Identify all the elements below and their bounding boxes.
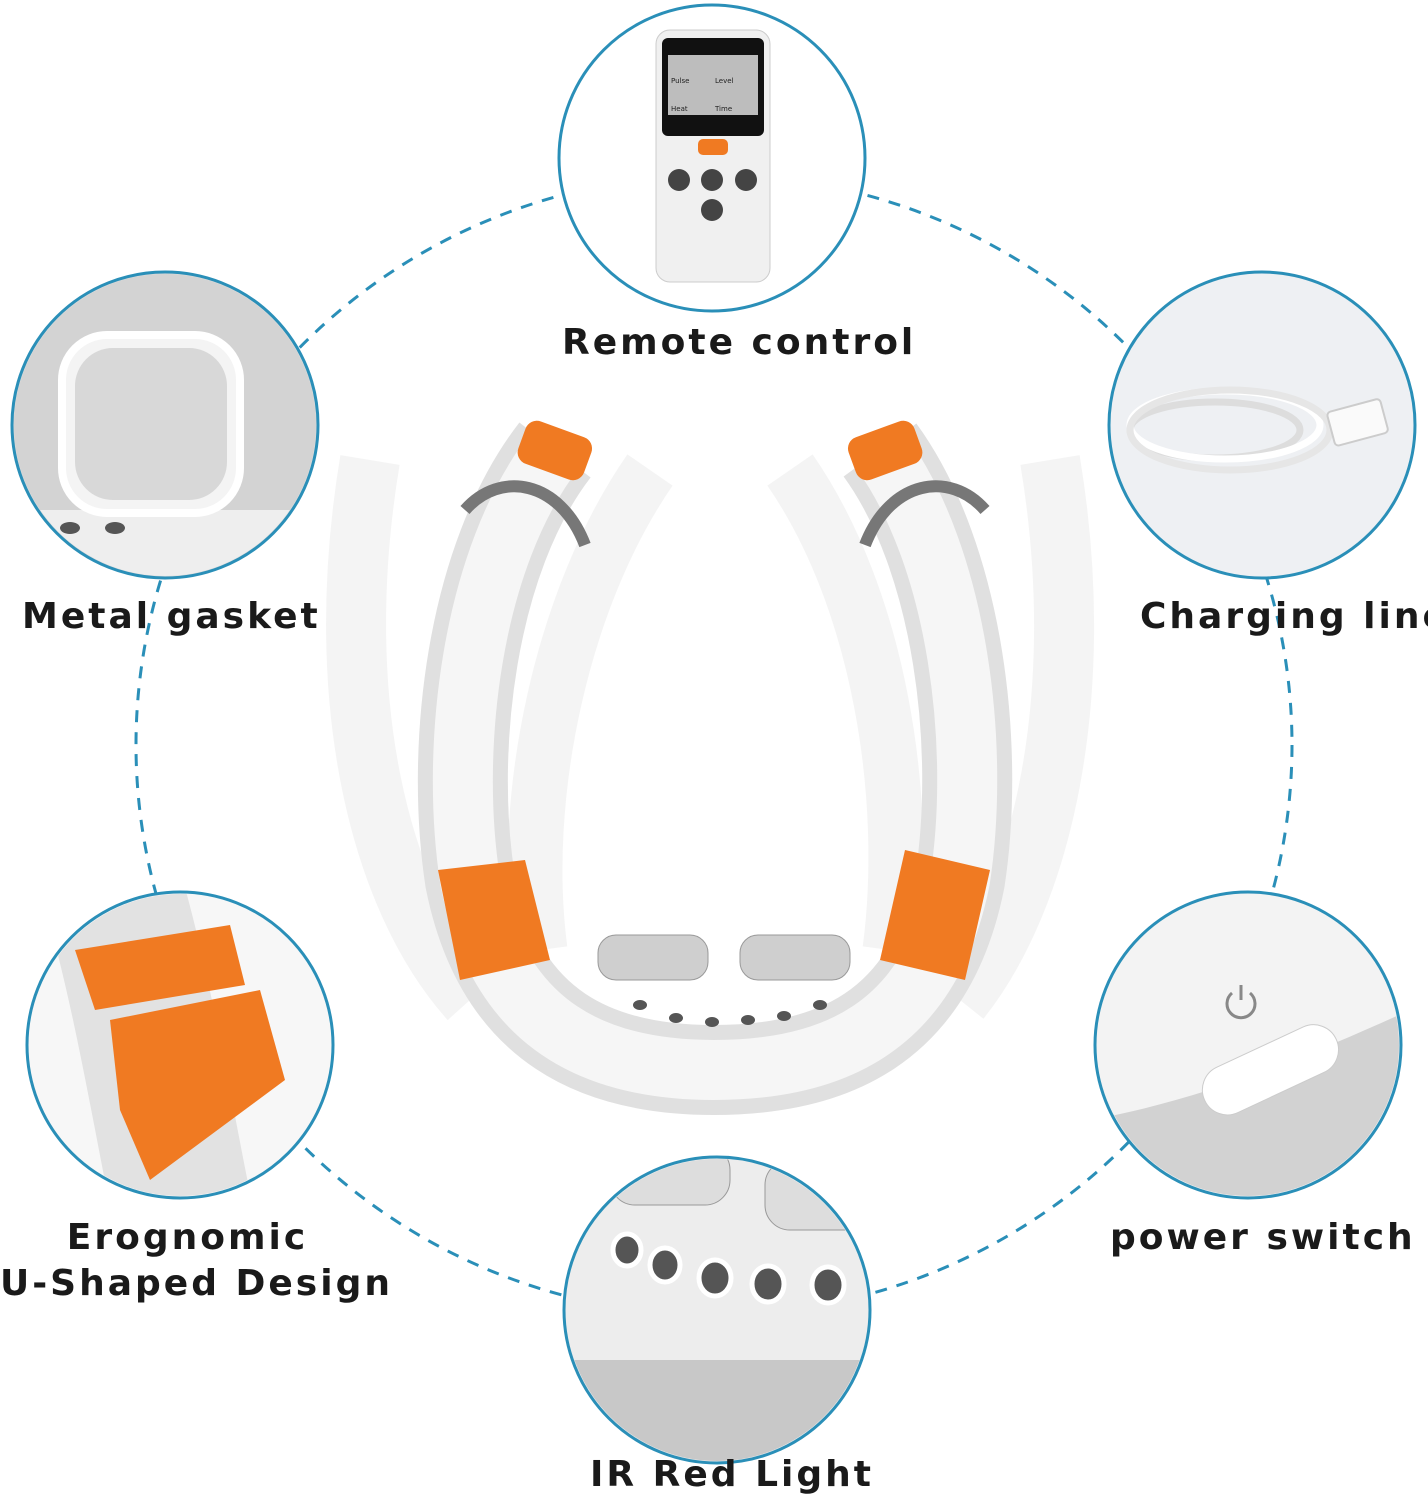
ir-red-light-circle [562,1155,872,1465]
display-pulse: Pulse [671,77,689,85]
charging-line-circle [1107,270,1417,580]
label-charging-line: Charging line [1140,596,1428,637]
display-heat: Heat [671,105,688,113]
label-u-shaped-line1: Erognomic [66,1217,309,1258]
remote-control-circle: Pulse Level Heat Time [557,3,867,313]
display-level: Level [715,77,734,85]
power-switch-circle [1093,890,1403,1200]
label-metal-gasket: Metal gasket [22,596,321,637]
metal-gasket-circle [10,270,320,580]
label-u-shaped-line2: U-Shaped Design [0,1263,393,1304]
label-remote-control: Remote control [562,322,917,363]
display-time: Time [714,105,732,113]
neck-massager [326,420,1095,1116]
u-shaped-design-circle [25,890,335,1200]
dashed-ring [134,173,1294,1317]
remote-power-button [698,139,728,155]
label-ir-red-light: IR Red Light [590,1454,874,1495]
label-power-switch: power switch [1110,1217,1416,1258]
power-icon [1225,985,1257,1020]
